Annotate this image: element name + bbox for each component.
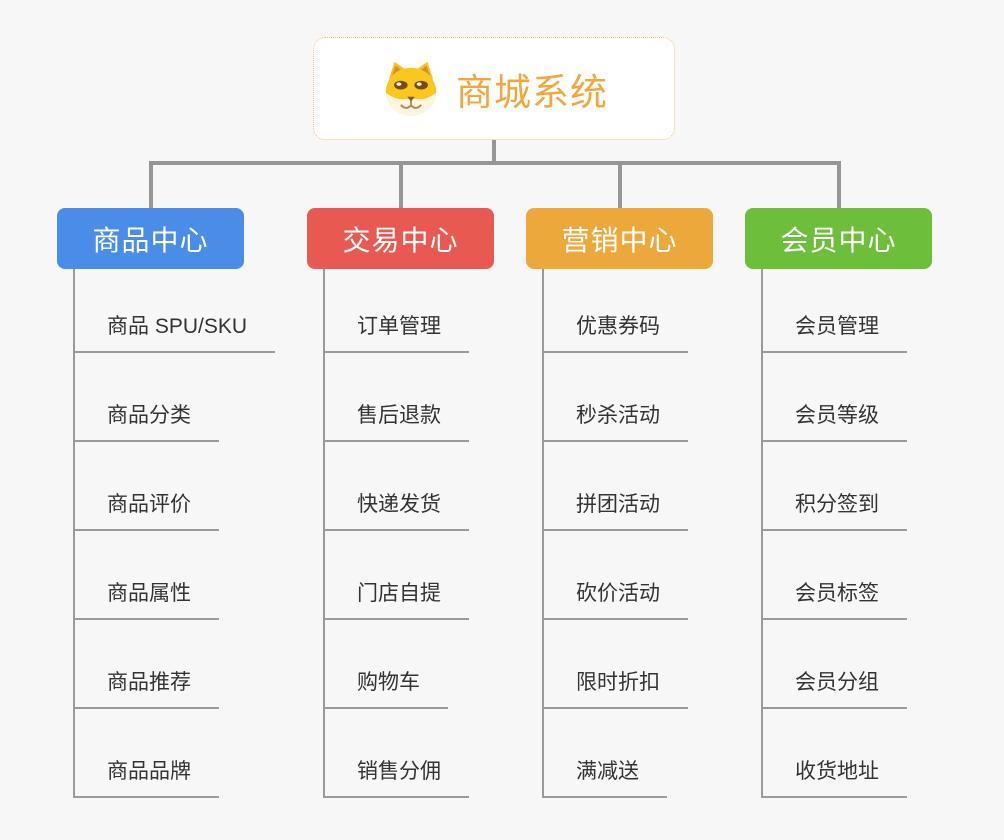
trunk-line bbox=[761, 269, 763, 798]
topic-item[interactable]: 销售分佣 bbox=[323, 757, 469, 798]
topic-item[interactable]: 满减送 bbox=[542, 757, 667, 798]
topic-item[interactable]: 积分签到 bbox=[761, 490, 907, 531]
branch-node[interactable]: 营销中心 bbox=[526, 208, 713, 269]
topic-item[interactable]: 会员管理 bbox=[761, 312, 907, 353]
trunk-line bbox=[73, 269, 75, 798]
topic-item[interactable]: 售后退款 bbox=[323, 401, 469, 442]
topic-item[interactable]: 商品分类 bbox=[73, 401, 219, 442]
topic-item[interactable]: 会员标签 bbox=[761, 579, 907, 620]
topic-item[interactable]: 商品评价 bbox=[73, 490, 219, 531]
branch-node[interactable]: 商品中心 bbox=[57, 208, 244, 269]
topic-item[interactable]: 收货地址 bbox=[761, 757, 907, 798]
topic-item[interactable]: 商品属性 bbox=[73, 579, 219, 620]
topic-item[interactable]: 会员等级 bbox=[761, 401, 907, 442]
branch-node[interactable]: 会员中心 bbox=[745, 208, 932, 269]
topic-item[interactable]: 商品 SPU/SKU bbox=[73, 312, 276, 353]
topic-item[interactable]: 订单管理 bbox=[323, 312, 469, 353]
topic-item[interactable]: 优惠券码 bbox=[542, 312, 688, 353]
topic-item[interactable]: 砍价活动 bbox=[542, 579, 688, 620]
root-title: 商城系统 bbox=[456, 71, 608, 113]
topic-item[interactable]: 商品推荐 bbox=[73, 668, 219, 709]
topic-item[interactable]: 门店自提 bbox=[323, 579, 469, 620]
topic-item[interactable]: 购物车 bbox=[323, 668, 448, 709]
trunk-line bbox=[323, 269, 325, 798]
topic-item[interactable]: 会员分组 bbox=[761, 668, 907, 709]
dog-face-icon bbox=[385, 61, 437, 116]
branch-node[interactable]: 交易中心 bbox=[307, 208, 494, 269]
topic-item[interactable]: 秒杀活动 bbox=[542, 401, 688, 442]
topic-item[interactable]: 商品品牌 bbox=[73, 757, 219, 798]
topic-item[interactable]: 限时折扣 bbox=[542, 668, 688, 709]
topic-item[interactable]: 快递发货 bbox=[323, 490, 469, 531]
trunk-line bbox=[542, 269, 544, 798]
root-node[interactable]: 商城系统 bbox=[313, 37, 675, 140]
topic-item[interactable]: 拼团活动 bbox=[542, 490, 688, 531]
